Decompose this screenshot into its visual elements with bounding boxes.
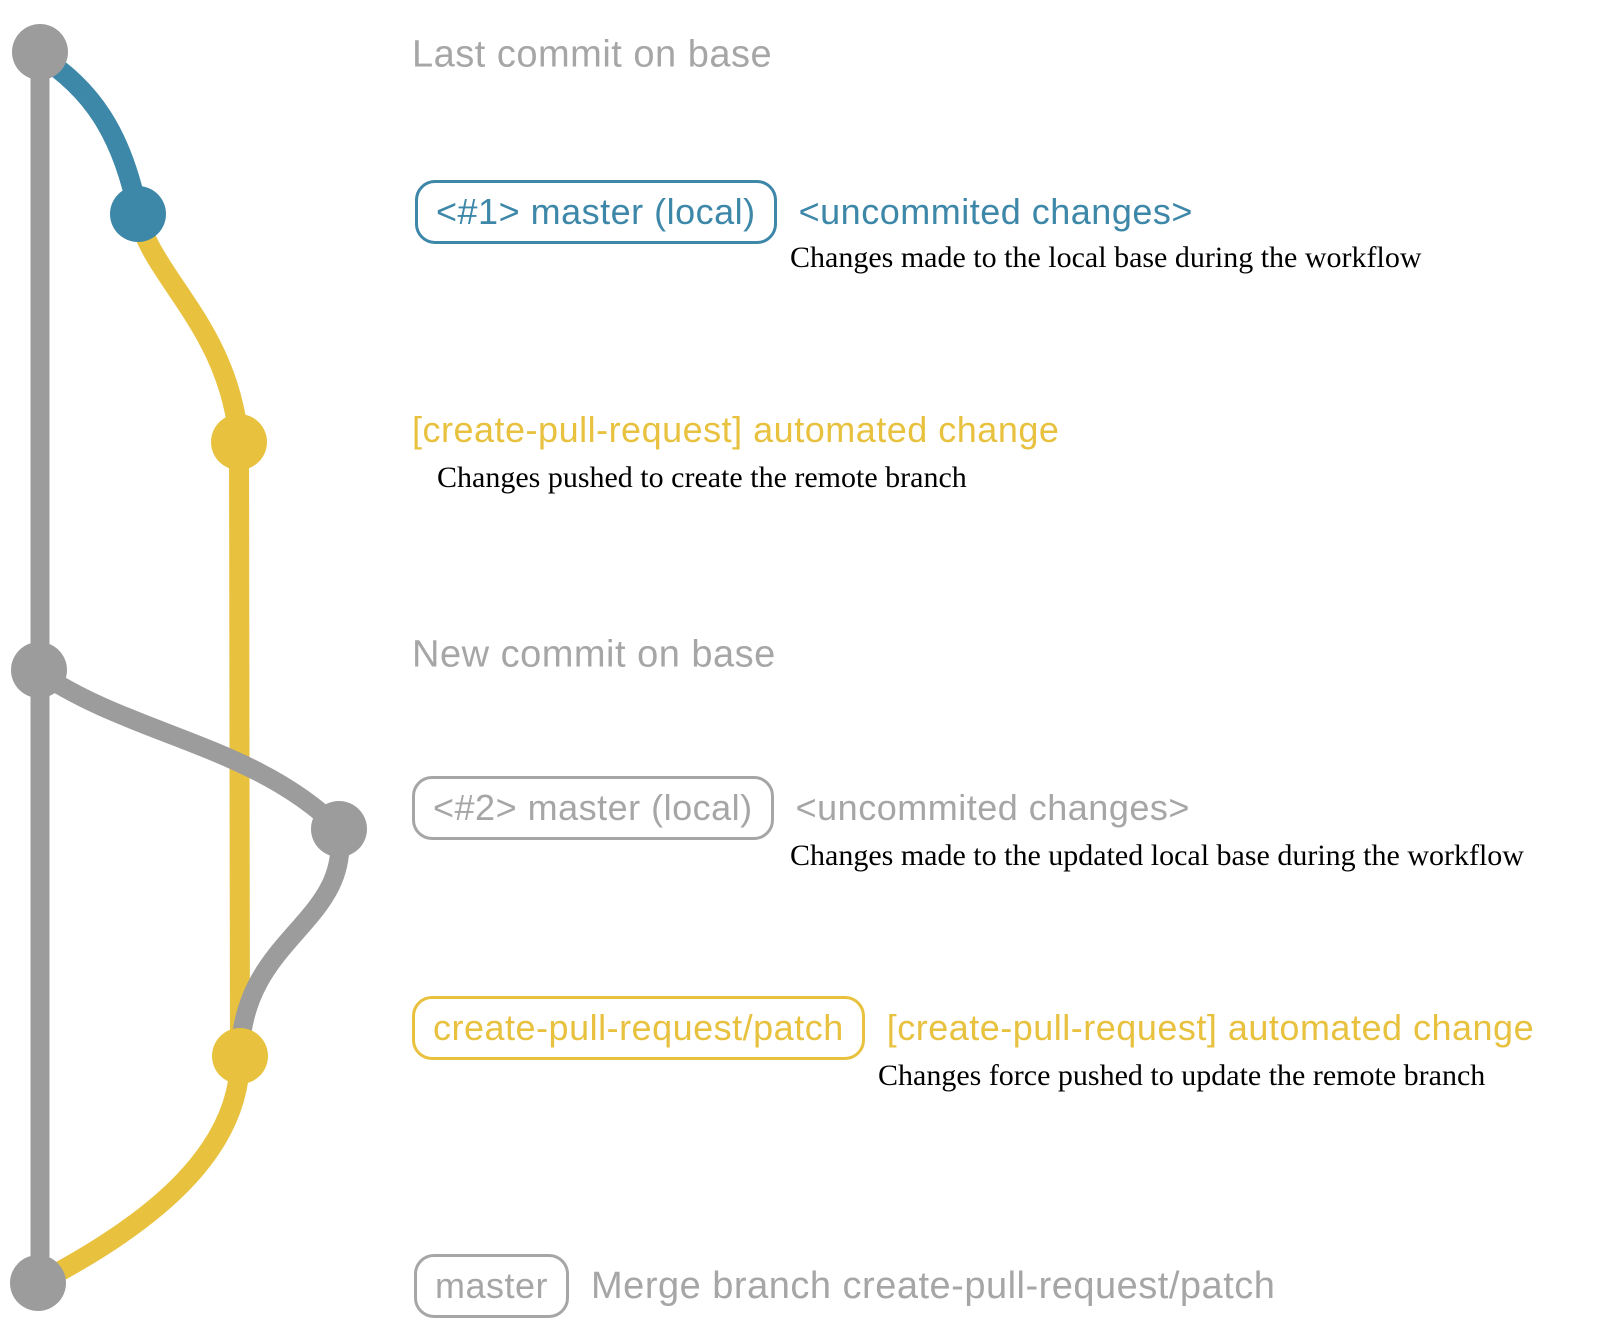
commit-dot-automated-2 [212,1028,268,1084]
branch-badge-master-local-2: <#2> master (local) [412,776,774,840]
commit-dot-uncommited-1 [110,186,166,242]
commit-dot-merge [10,1255,66,1311]
commit-dot-new-base [11,642,67,698]
local-changes-branch-line [30,46,148,223]
row-commit-1: <#1> master (local) <uncommited changes> [415,180,1193,244]
last-commit-caption: Last commit on base [412,33,773,76]
rebase-branch-curve-out [29,662,349,839]
rebase-branch-curve-in [230,819,350,1066]
description-uncommited-1: Changes made to the local base during th… [790,241,1422,274]
patch-branch-curve-top [128,205,249,450]
commit-dot-automated-1 [211,414,267,470]
commit-message-uncommited-1: <uncommited changes> [798,191,1193,232]
new-commit-caption: New commit on base [412,633,776,676]
row-automated-2: create-pull-request/patch [create-pull-r… [412,996,1534,1060]
row-commit-2: <#2> master (local) <uncommited changes> [412,776,1190,840]
commit-dot-uncommited-2 [311,801,367,857]
commit-message-automated-2: [create-pull-request] automated change [886,1007,1535,1048]
merge-commit-caption: Merge branch create-pull-request/patch [591,1264,1276,1307]
row-automated-1: [create-pull-request] automated change [412,409,1059,451]
description-automated-1: Changes pushed to create the remote bran… [437,461,967,494]
row-merge: master Merge branch create-pull-request/… [414,1254,1275,1318]
branch-badge-master: master [414,1254,570,1318]
row-last-commit: Last commit on base [412,34,772,77]
description-automated-2: Changes force pushed to update the remot… [878,1059,1486,1092]
commit-graph [10,24,367,1311]
branch-badge-master-local-1: <#1> master (local) [415,180,777,244]
branch-badge-patch: create-pull-request/patch [412,996,865,1060]
patch-branch-line [229,431,250,1067]
description-uncommited-2: Changes made to the updated local base d… [790,839,1524,872]
commit-dot-last-base [12,24,68,80]
commit-message-uncommited-2: <uncommited changes> [795,787,1190,828]
commit-message-automated-1: [create-pull-request] automated change [412,409,1060,450]
row-new-commit: New commit on base [412,634,776,677]
merge-branch-curve [30,1046,251,1292]
